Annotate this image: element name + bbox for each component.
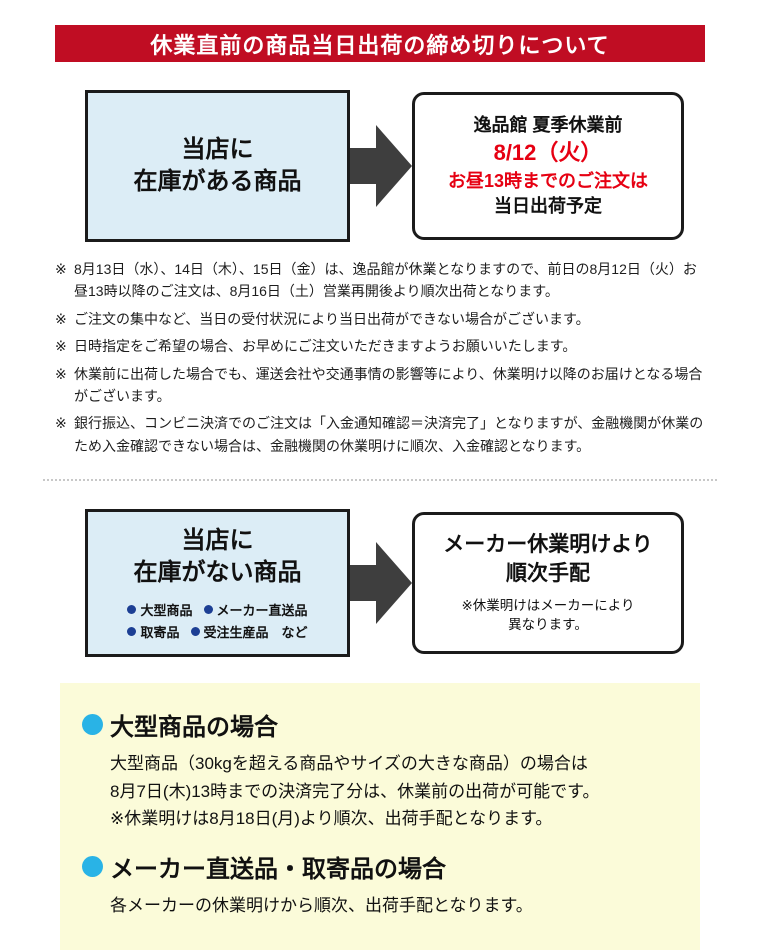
result-deadline-time: お昼13時までのご注文は [447,170,649,191]
special-cases-section: 大型商品の場合 大型商品（30kgを超える商品やサイズの大きな商品）の場合は 8… [60,683,700,950]
note-marker: ※ [55,338,67,355]
tag-label: 大型商品 [140,603,193,619]
arrow-shaft [350,565,376,602]
large-items-line: ※休業明けは8月18日(月)より順次、出荷手配となります。 [110,809,553,829]
direct-ship-heading: メーカー直送品・取寄品の場合 [82,849,678,884]
page-title: 休業直前の商品当日出荷の締め切りについて [150,32,610,58]
bullet-icon [127,605,137,615]
arrow-head [376,542,412,625]
note-text: 日時指定をご希望の場合、お早めにご注文いただきますようお願いいたします。 [74,338,577,355]
notes-list: ※ 8月13日（水）、14日（木）、15日（金）は、逸品館が休業となりますので、… [55,258,705,457]
tag-label: メーカー直送品 [216,603,308,619]
tag-backorder-item: 取寄品 [127,622,180,641]
cyan-bullet-icon [82,714,103,736]
arrow-shaft [350,148,376,184]
backorder-result-note1: ※休業明けはメーカーにより [461,598,635,614]
backorder-line2: 在庫がない商品 [133,558,302,586]
tag-row: 取寄品 受注生産品 など [127,622,308,641]
backorder-result-box: メーカー休業明けより 順次手配 ※休業明けはメーカーにより 異なります。 [412,512,684,655]
right-arrow-icon [350,125,412,207]
result-deadline-date: 8/12（火） [493,140,603,165]
note-marker: ※ [55,261,67,277]
tag-made-to-order: 受注生産品 など [190,622,308,641]
backorder-result-line2: 順次手配 [506,561,590,585]
backorder-item-types: 大型商品 メーカー直送品 取寄品 受注生産品 など [127,597,308,641]
dotted-divider [43,479,717,482]
tag-large-item: 大型商品 [127,600,193,619]
result-same-day-shipping: 当日出荷予定 [494,195,602,216]
result-shop-period: 逸品館 夏季休業前 [473,114,623,135]
backorder-source-box: 当店に 在庫がない商品 大型商品 メーカー直送品 取寄品 受注生産品 など [85,509,350,658]
bullet-icon [190,627,200,637]
direct-ship-body: 各メーカーの休業明けから順次、出荷手配となります。 [110,892,678,920]
backorder-result-note2: 異なります。 [508,616,588,632]
arrow-head [376,125,412,207]
note-item: ※ 休業前に出荷した場合でも、運送会社や交通事情の影響等により、休業明け以降のお… [55,363,705,408]
flow-in-stock: 当店に 在庫がある商品 逸品館 夏季休業前 8/12（火） お昼13時までのご注… [55,90,705,242]
large-items-line: 大型商品（30kgを超える商品やサイズの大きな商品）の場合は [110,754,588,774]
note-text: 休業前に出荷した場合でも、運送会社や交通事情の影響等により、休業明け以降のお届け… [74,365,703,404]
direct-ship-title: メーカー直送品・取寄品の場合 [110,855,446,883]
note-text: ご注文の集中など、当日の受付状況により当日出荷ができない場合がございます。 [74,310,590,327]
note-marker: ※ [55,415,67,432]
large-items-heading: 大型商品の場合 [82,707,678,742]
direct-ship-line: 各メーカーの休業明けから順次、出荷手配となります。 [110,895,533,915]
page-title-banner: 休業直前の商品当日出荷の締め切りについて [55,25,705,62]
in-stock-line1: 当店に [181,136,254,164]
backorder-line1: 当店に [181,526,254,554]
note-text: 銀行振込、コンビニ決済でのご注文は「入金通知確認＝決済完了」となりますが、金融機… [74,415,704,454]
tag-row: 大型商品 メーカー直送品 [127,600,308,619]
flow-backorder: 当店に 在庫がない商品 大型商品 メーカー直送品 取寄品 受注生産品 など メー… [55,509,705,658]
tag-label: 取寄品 [140,625,180,641]
bullet-icon [203,605,213,615]
in-stock-source-box: 当店に 在庫がある商品 [85,90,350,242]
note-item: ※ ご注文の集中など、当日の受付状況により当日出荷ができない場合がございます。 [55,308,705,330]
tag-label: 受注生産品 など [203,625,308,641]
right-arrow-icon [350,542,412,625]
note-marker: ※ [55,310,67,327]
large-items-body: 大型商品（30kgを超える商品やサイズの大きな商品）の場合は 8月7日(木)13… [110,750,678,833]
cyan-bullet-icon [82,855,103,877]
note-item: ※ 日時指定をご希望の場合、お早めにご注文いただきますようお願いいたします。 [55,335,705,357]
bullet-icon [127,627,137,637]
in-stock-line2: 在庫がある商品 [133,168,302,195]
note-text: 8月13日（水）、14日（木）、15日（金）は、逸品館が休業となりますので、前日… [74,261,697,300]
backorder-result-line1: メーカー休業明けより [443,533,653,557]
large-items-line: 8月7日(木)13時までの決済完了分は、休業前の出荷が可能です。 [110,781,600,801]
note-item: ※ 8月13日（水）、14日（木）、15日（金）は、逸品館が休業となりますので、… [55,258,705,303]
tag-direct-ship: メーカー直送品 [203,600,308,619]
note-marker: ※ [55,365,67,382]
note-item: ※ 銀行振込、コンビニ決済でのご注文は「入金通知確認＝決済完了」となりますが、金… [55,412,705,457]
in-stock-result-box: 逸品館 夏季休業前 8/12（火） お昼13時までのご注文は 当日出荷予定 [412,92,684,240]
large-items-title: 大型商品の場合 [110,714,278,742]
